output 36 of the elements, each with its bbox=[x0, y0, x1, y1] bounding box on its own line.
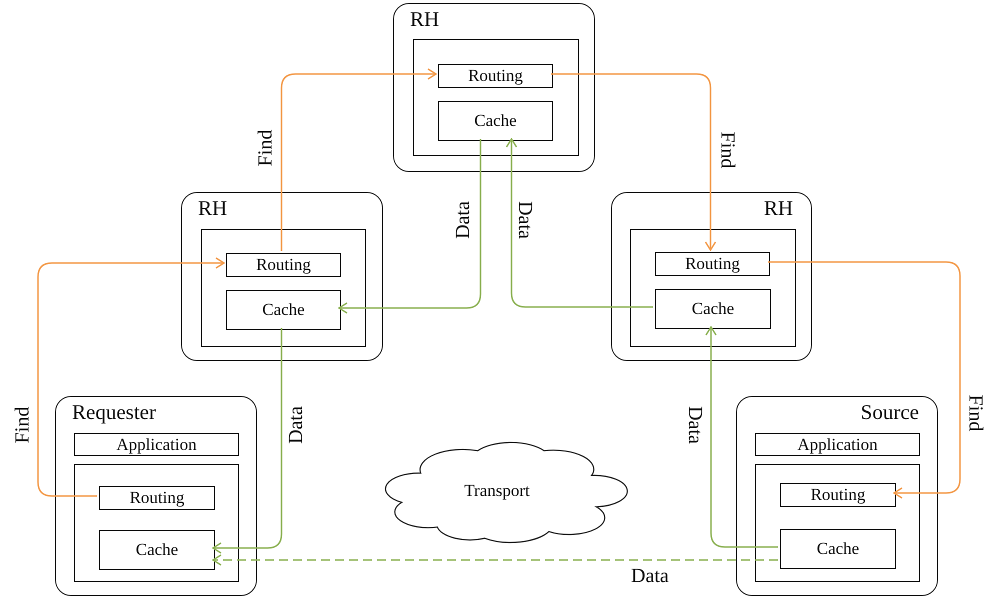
inner-box bbox=[201, 229, 366, 347]
process-box: Routing bbox=[226, 253, 341, 277]
arrow bbox=[768, 261, 961, 499]
arrow bbox=[551, 73, 716, 251]
process-box: Cache bbox=[780, 529, 896, 569]
process-box: Application bbox=[755, 433, 920, 456]
inner-box bbox=[630, 229, 796, 347]
process-box: Cache bbox=[99, 530, 215, 570]
container-box bbox=[55, 396, 257, 596]
arrow bbox=[212, 554, 778, 566]
arrow bbox=[705, 326, 778, 548]
inner-box bbox=[74, 464, 239, 582]
container-box bbox=[611, 192, 812, 361]
process-box: Routing bbox=[438, 64, 553, 88]
arrow bbox=[280, 68, 437, 251]
arrow bbox=[506, 138, 653, 308]
inner-box bbox=[413, 39, 579, 156]
process-box: Routing bbox=[655, 252, 770, 276]
process-box: Cache bbox=[226, 290, 341, 330]
container-title: RH bbox=[410, 8, 440, 32]
container-title: Requester bbox=[72, 401, 156, 424]
arrow bbox=[37, 257, 225, 497]
arrow bbox=[338, 139, 482, 314]
arrow bbox=[212, 328, 282, 554]
process-box: Cache bbox=[655, 289, 771, 329]
process-box: Routing bbox=[780, 483, 896, 507]
container-box bbox=[181, 192, 383, 361]
inner-box bbox=[755, 464, 920, 582]
container-title: RH bbox=[764, 197, 793, 220]
process-box: Routing bbox=[99, 486, 215, 510]
process-box: Application bbox=[74, 433, 239, 456]
container-box bbox=[393, 3, 595, 172]
container-title: Source bbox=[860, 401, 919, 424]
container-box bbox=[736, 396, 938, 596]
process-box: Cache bbox=[438, 101, 553, 141]
container-title: RH bbox=[198, 197, 228, 220]
